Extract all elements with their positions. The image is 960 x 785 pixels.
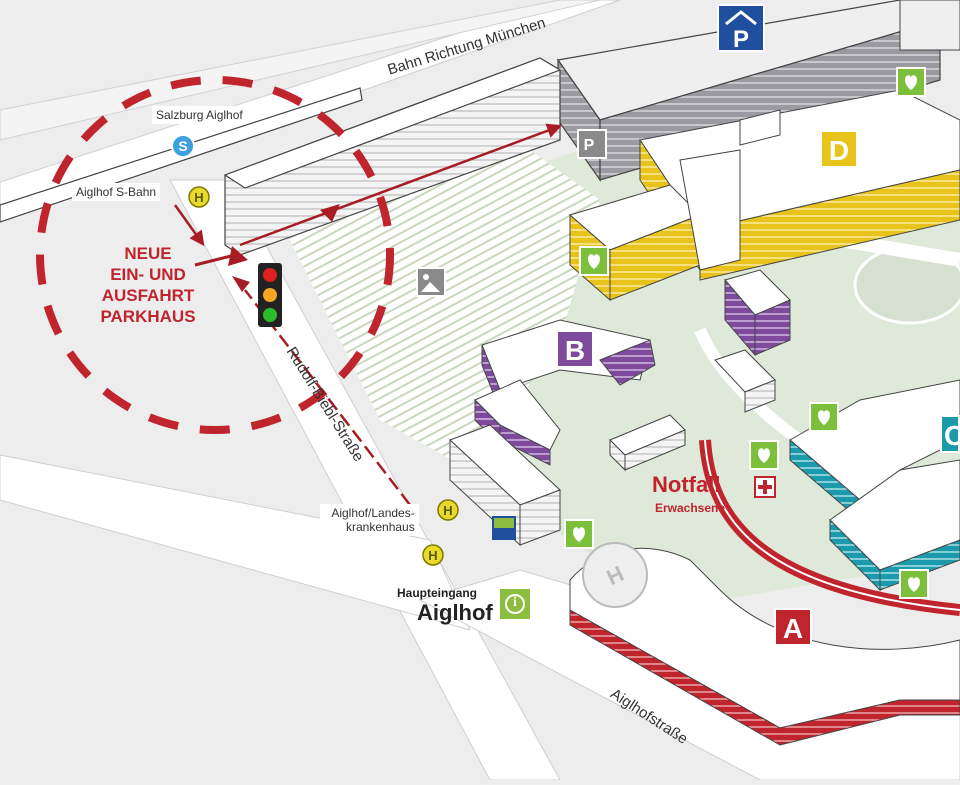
main-entrance-name: Aiglhof [417, 600, 493, 625]
aed-icon [899, 569, 929, 599]
traffic-light-icon [258, 263, 282, 327]
bus-stop-letter: H [194, 190, 203, 205]
new-entrance-circle [36, 76, 394, 434]
parking-icon: P [717, 4, 765, 53]
bus-stop-icon: H [188, 186, 210, 208]
stop-aiglhof-landes: Aiglhof/Landes- krankenhaus [320, 504, 419, 536]
bus-stop-icon: H [422, 544, 444, 566]
new-entrance-line4: PARKHAUS [100, 307, 196, 326]
aed-icon [749, 440, 779, 470]
aed-icon [896, 67, 926, 97]
building-a-label: A [774, 608, 812, 646]
parking-small-icon: P [577, 129, 607, 159]
bus-stop-letter: H [443, 503, 452, 518]
parking-icon-letter: P [733, 26, 749, 53]
bus-logo-icon [492, 516, 516, 540]
sbahn-icon-letter: S [178, 138, 187, 154]
aed-icon [564, 519, 594, 549]
parking-house-new [223, 57, 562, 256]
station-salzburg-aiglhof: Salzburg Aiglhof [152, 106, 247, 124]
new-entrance-note: NEUE EIN- UND AUSFAHRT PARKHAUS [88, 243, 208, 327]
info-icon: i [498, 587, 532, 621]
bus-stop-icon: H [437, 499, 459, 521]
bus-stop-letter: H [428, 548, 437, 563]
aed-icon [579, 246, 609, 276]
sbahn-icon: S [171, 134, 195, 158]
new-entrance-line1: NEUE [124, 244, 172, 263]
main-entrance-label: Haupteingang [397, 586, 477, 600]
building-a: H [569, 439, 960, 746]
route-arrows [173, 123, 563, 506]
parking-small-letter: P [584, 137, 595, 154]
emergency-subtitle: Erwachsene [655, 501, 726, 515]
building-c [789, 379, 960, 592]
stop-label-line1: Aiglhof/Landes- [331, 506, 415, 520]
building-b-label: B [556, 330, 594, 368]
station-aiglhof-sbahn: Aiglhof S-Bahn [72, 183, 161, 201]
emergency-label: Notfall [652, 472, 721, 497]
info-icon-letter: i [513, 595, 517, 610]
new-entrance-line2: EIN- UND [110, 265, 186, 284]
building-c-label: C [940, 415, 960, 453]
stop-label-line2: krankenhaus [346, 520, 415, 534]
new-entrance-line3: AUSFAHRT [101, 286, 195, 305]
emergency-cross-icon [754, 476, 776, 498]
construction-icon [416, 267, 446, 297]
building-d-label: D [820, 130, 858, 168]
aed-icon [809, 402, 839, 432]
